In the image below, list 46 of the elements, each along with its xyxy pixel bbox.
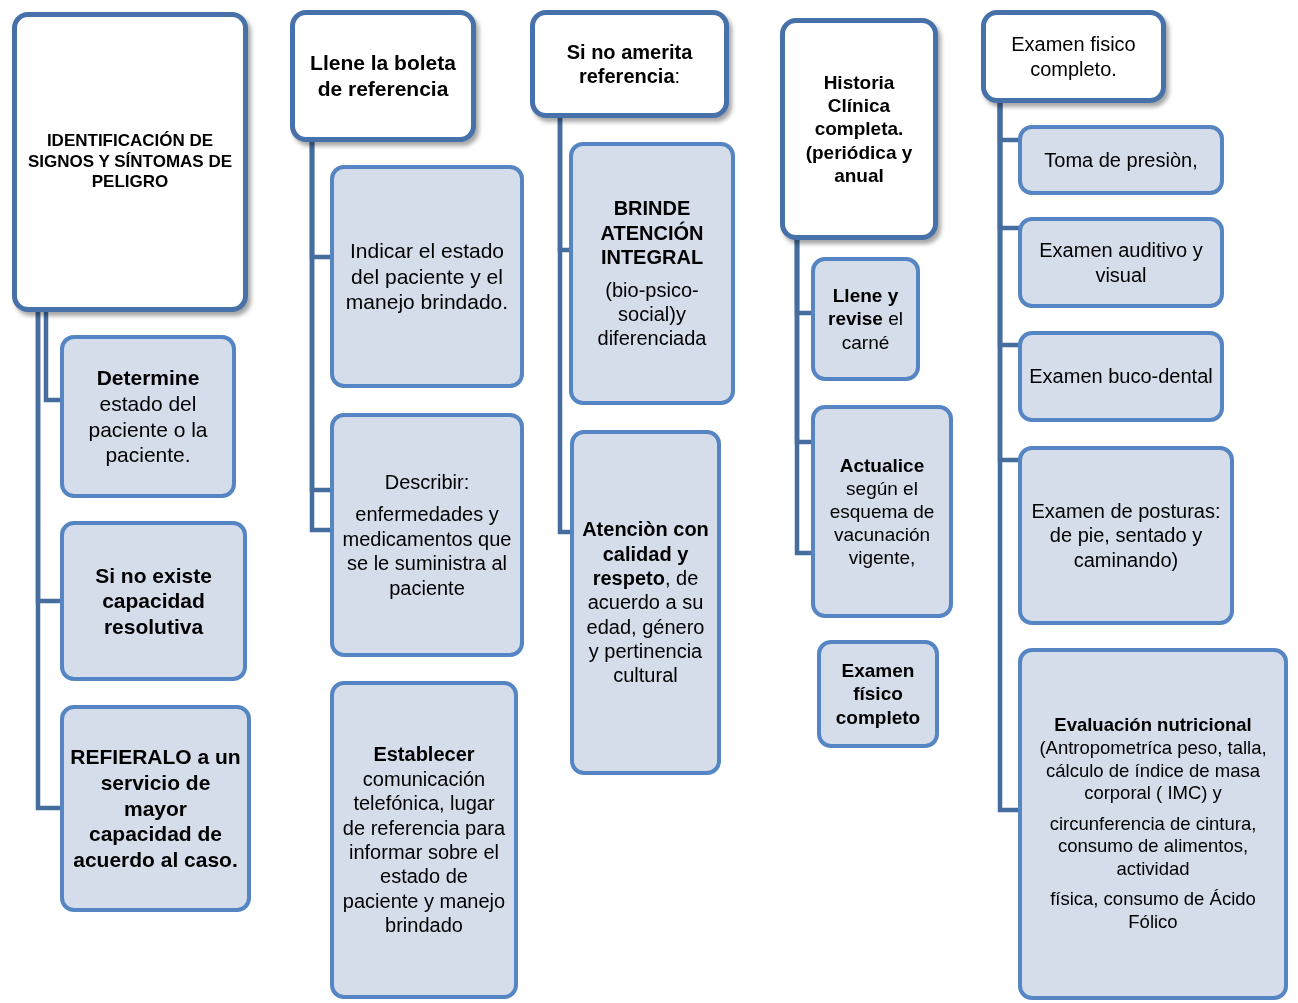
node-text: física, consumo de Ácido Fólico [1049, 888, 1257, 934]
node-text: Actualice según el esquema de vacunación vigente, [828, 453, 936, 570]
node-text: Determine estado del paciente o la paciente. [87, 365, 209, 468]
node-text: Evaluación nutricional (Antropometríca peso, talla, cálculo de índice de masa corporal ( IMC) y [1038, 714, 1268, 805]
header-box [290, 10, 476, 142]
node-text: Examen buco-dental [1029, 364, 1213, 389]
step-box [60, 705, 251, 912]
step-box [330, 681, 518, 999]
node-text: Describir: [384, 470, 470, 495]
node-text: Indicar el estado del paciente y el manejo brindado. [344, 238, 510, 315]
node-text: circunferencia de cintura, consumo de alimentos, actividad [1048, 812, 1258, 881]
step-box [60, 335, 236, 498]
node-text: Examen de posturas: de pie, sentado y caminando) [1030, 498, 1222, 573]
step-box [569, 142, 735, 405]
node-text: Examen físico completo [834, 659, 922, 729]
node-text: Toma de presiòn, [1044, 147, 1198, 173]
node-text: Atenciòn con calidad y respeto, de acuerdo a su edad, género y pertinencia cultural [581, 517, 710, 688]
node-text: Llene la boleta de referencia [309, 50, 457, 102]
step-box [1018, 125, 1224, 195]
step-box [570, 430, 721, 775]
header-box [981, 10, 1166, 103]
node-text: Examen fisico completo. [1010, 32, 1137, 81]
node-text: REFIERALO a un servicio de mayor capacidad de acuerdo al caso. [70, 744, 241, 873]
step-box [1018, 446, 1234, 625]
header-box [12, 12, 248, 312]
step-box [330, 165, 524, 388]
node-text: Examen auditivo y visual [1038, 238, 1204, 287]
step-box [811, 257, 920, 381]
step-box [811, 405, 953, 618]
node-text: (bio-psico-social)y diferenciada [596, 277, 708, 351]
step-box [817, 640, 939, 748]
step-box [1018, 648, 1288, 1000]
node-text: Historia Clínica completa. (periódica y anual [804, 71, 914, 187]
header-box [530, 10, 729, 118]
node-text: Si no amerita referencia: [565, 39, 694, 89]
node-text: Establecer comunicación telefónica, lugar de referencia para informar sobre el estado de paciente y manejo brindado [341, 742, 507, 938]
step-box [60, 521, 247, 681]
node-text: enfermedades y medicamentos que se le suministra al paciente [341, 502, 513, 600]
step-box [330, 413, 524, 657]
node-text: IDENTIFICACIÓN DE SIGNOS Y SÍNTOMAS DE PELIGRO [26, 130, 234, 194]
step-box [1018, 217, 1224, 308]
node-text: BRINDE ATENCIÓN INTEGRAL [599, 196, 705, 270]
node-text: Llene y revise el carné [827, 284, 904, 354]
step-box [1018, 331, 1224, 422]
header-box [780, 18, 938, 240]
node-text: Si no existe capacidad resolutiva [94, 562, 213, 640]
